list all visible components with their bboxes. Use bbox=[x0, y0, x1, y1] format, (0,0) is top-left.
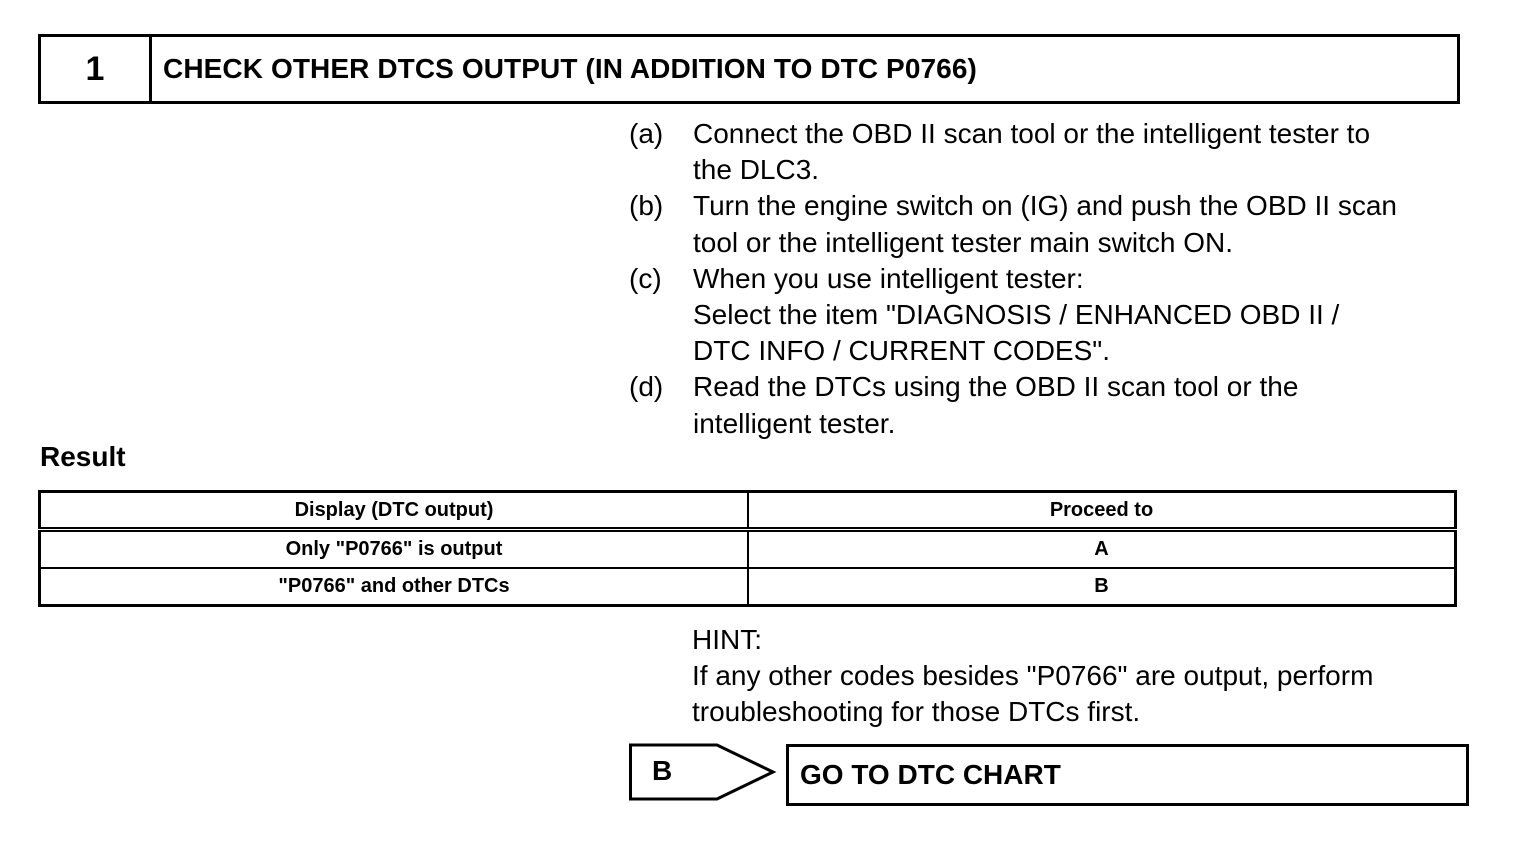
hint-text: If any other codes besides "P0766" are o… bbox=[692, 660, 1374, 727]
instruction-list: (a) Connect the OBD II scan tool or the … bbox=[629, 116, 1459, 442]
column-header-proceed: Proceed to bbox=[747, 490, 1457, 532]
table-header-row: Display (DTC output) Proceed to bbox=[38, 490, 1457, 532]
instruction-item-a: (a) Connect the OBD II scan tool or the … bbox=[629, 116, 1459, 188]
branch-label: B bbox=[652, 755, 673, 786]
instruction-item-d: (d) Read the DTCs using the OBD II scan … bbox=[629, 369, 1459, 441]
instruction-item-c: (c) When you use intelligent tester: Sel… bbox=[629, 261, 1459, 370]
instruction-letter: (d) bbox=[629, 371, 664, 403]
instruction-letter: (c) bbox=[629, 262, 662, 294]
column-header-display: Display (DTC output) bbox=[38, 490, 749, 532]
hint-label: HINT: bbox=[692, 624, 762, 655]
instruction-item-b: (b) Turn the engine switch on (IG) and p… bbox=[629, 188, 1459, 260]
instruction-text: Connect the OBD II scan tool or the inte… bbox=[693, 118, 1371, 186]
step-title: CHECK OTHER DTCS OUTPUT (IN ADDITION TO … bbox=[163, 53, 977, 84]
instruction-letter: (a) bbox=[629, 118, 664, 149]
instruction-text: Read the DTCs using the OBD II scan tool… bbox=[693, 371, 1299, 439]
goto-dtc-chart[interactable]: GO TO DTC CHART bbox=[786, 744, 1469, 806]
table-row: Only "P0766" is output A bbox=[38, 528, 1457, 569]
result-heading: Result bbox=[40, 441, 126, 472]
table-cell-proceed: A bbox=[747, 528, 1457, 569]
result-table: Display (DTC output) Proceed to Only "P0… bbox=[38, 490, 1457, 607]
table-cell-display: "P0766" and other DTCs bbox=[38, 567, 749, 607]
table-cell-display: Only "P0766" is output bbox=[38, 528, 749, 569]
instruction-letter: (b) bbox=[629, 190, 664, 222]
step-header: 1 CHECK OTHER DTCS OUTPUT (IN ADDITION T… bbox=[38, 34, 1460, 104]
table-cell-proceed: B bbox=[747, 567, 1457, 607]
arrow-shape-icon bbox=[629, 743, 777, 801]
hint-block: HINT: If any other codes besides "P0766"… bbox=[692, 622, 1472, 730]
instruction-text: When you use intelligent tester: Select … bbox=[693, 262, 1340, 367]
table-row: "P0766" and other DTCs B bbox=[38, 567, 1457, 607]
branch-arrow: B bbox=[629, 743, 777, 801]
instruction-text: Turn the engine switch on (IG) and push … bbox=[693, 190, 1397, 258]
step-number: 1 bbox=[41, 37, 152, 101]
